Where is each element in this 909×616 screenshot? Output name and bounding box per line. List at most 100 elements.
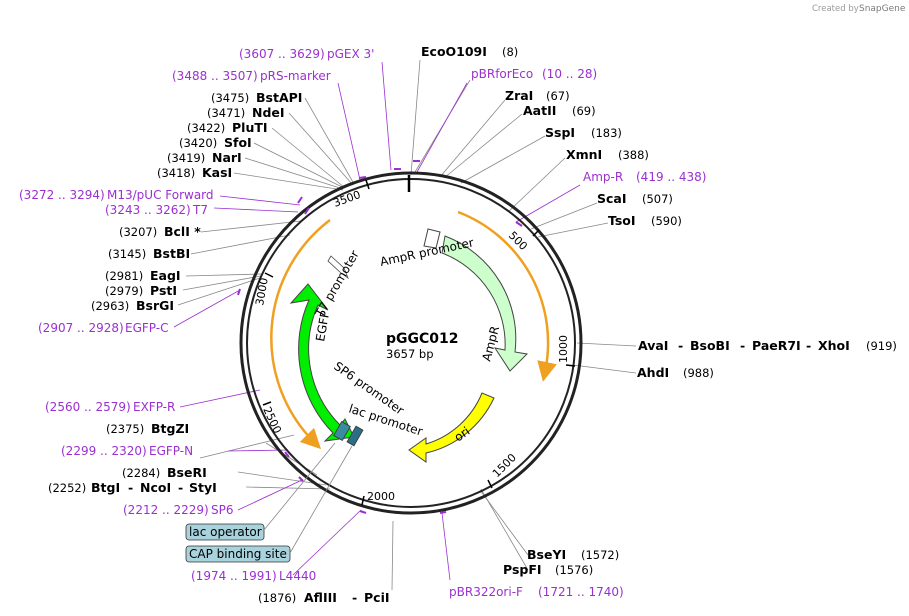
site-tsoi-pos: (590): [651, 214, 682, 228]
primer-sp6: SP6: [211, 503, 234, 517]
site-xhoi: XhoI: [818, 338, 850, 353]
primer-l4440: L4440: [279, 569, 316, 583]
t7-promoter-label: T7 promoter: [312, 248, 362, 320]
site-afliii: AflIII: [304, 590, 337, 605]
egfp-label: EGFP: [313, 310, 332, 343]
site-bseri-pos: (2284): [122, 466, 160, 480]
primer-t7-range: (3243 .. 3262): [105, 203, 191, 217]
site-nari: NarI: [212, 150, 242, 165]
credit-prefix: Created by: [812, 4, 859, 14]
site-bseyi-pos: (1572): [581, 548, 619, 562]
site-afliii-pos: (1876): [258, 591, 296, 605]
site-psti: PstI: [150, 283, 177, 298]
primer-egfpn: EGFP-N: [149, 444, 193, 458]
site-pluti-pos: (3422): [187, 121, 225, 135]
badge-cap-site: CAP binding site: [185, 445, 353, 563]
plasmid-name: pGGC012: [386, 331, 459, 347]
site-btgzi: BtgZI: [151, 421, 189, 436]
primer-pbrforeco-range: (10 .. 28): [542, 67, 597, 81]
ampr-arrow: [441, 235, 529, 372]
t7-promoter-arrow: [327, 255, 349, 280]
primer-pgex: pGEX 3': [327, 47, 374, 61]
site-zrai: ZraI: [505, 88, 533, 103]
site-bsrgi-pos: (2963): [91, 299, 129, 313]
lac-operator-block: [333, 421, 351, 441]
site-pspfi: PspFI: [503, 562, 542, 577]
site-bcli-pos: (3207): [119, 225, 157, 239]
primer-pgex-range: (3607 .. 3629): [239, 47, 325, 61]
primer-pbr322-range: (1721 .. 1740): [538, 585, 624, 599]
site-ahdi-pos: (988): [683, 366, 714, 380]
site-scai: ScaI: [597, 191, 627, 206]
primer-m13: M13/pUC Forward: [107, 188, 214, 202]
site-bstapi-pos: (3475): [211, 91, 249, 105]
site-ecoo109i-pos: (8): [502, 45, 518, 59]
site-pcii: PciI: [364, 590, 390, 605]
bottom-sites: (1876) AflIII - PciI (2252) BtgI - NcoI …: [48, 480, 390, 605]
ori-arrow: [408, 392, 495, 463]
site-btgi-pos: (2252): [48, 481, 86, 495]
site-ndei-pos: (3471): [207, 106, 245, 120]
ampr-promoter-arrow: [423, 228, 441, 249]
ampr-track: [457, 210, 557, 382]
site-btgi-sep-1: -: [128, 480, 133, 495]
tick-3000: 3000: [253, 277, 271, 307]
site-ahdi: AhdI: [637, 365, 669, 380]
site-afliii-sep: -: [352, 590, 357, 605]
site-sspi-pos: (183): [591, 126, 622, 140]
site-tsoi: TsoI: [608, 213, 636, 228]
snapgene-credit: Created by SnapGene: [812, 4, 906, 14]
primer-prs: pRS-marker: [260, 69, 331, 83]
site-multi-sep-3: -: [806, 338, 811, 353]
primer-t7: T7: [192, 203, 208, 217]
primer-prs-range: (3488 .. 3507): [172, 69, 258, 83]
site-styi: StyI: [189, 480, 217, 495]
primer-egfpn-range: (2299 .. 2320): [61, 444, 147, 458]
egfp-track: [270, 219, 331, 450]
right-sites: EcoO109I (8) ZraI (67) AatII (69) SspI (…: [421, 44, 897, 577]
badge-lac-operator-label: lac operator: [189, 525, 262, 539]
badge-lac-operator: lac operator: [185, 442, 336, 541]
site-ecoo109i: EcoO109I: [421, 44, 487, 59]
site-aatii: AatII: [523, 103, 556, 118]
tick-2000: 2000: [367, 490, 395, 503]
primer-exfpr-range: (2560 .. 2579): [45, 400, 131, 414]
site-sfoi-pos: (3420): [179, 136, 217, 150]
site-paer7i: PaeR7I: [752, 338, 801, 353]
primer-pbr322: pBR322ori-F: [449, 585, 523, 599]
site-zrai-pos: (67): [546, 89, 570, 103]
left-sites: (3475) BstAPI (3471) NdeI (3422) PluTI (…: [91, 90, 302, 480]
tick-marks: [262, 179, 576, 506]
site-scai-pos: (507): [642, 192, 673, 206]
plasmid-title: pGGC012 3657 bp: [386, 331, 459, 361]
site-avai: AvaI: [638, 338, 668, 353]
primer-labels: (3607 .. 3629) pGEX 3' (3488 .. 3507) pR…: [19, 47, 706, 599]
primer-egfpc-range: (2907 .. 2928): [38, 321, 124, 335]
backbone: [239, 171, 583, 515]
site-bcli: BclI *: [164, 224, 201, 239]
site-pluti: PluTI: [232, 120, 268, 135]
site-kasi-pos: (3418): [157, 166, 195, 180]
primer-markers: [237, 160, 523, 514]
site-nari-pos: (3419): [167, 151, 205, 165]
site-multi-sep-2: -: [740, 338, 745, 353]
site-bsobi: BsoBI: [690, 338, 730, 353]
ampr-label: AmpR: [479, 325, 502, 363]
site-btgi-sep-2: -: [178, 480, 183, 495]
primer-egfpc: EGFP-C: [125, 321, 168, 335]
site-bsrgi: BsrGI: [136, 298, 174, 313]
site-bstbi-pos: (3145): [108, 247, 146, 261]
site-eagi-pos: (2981): [105, 269, 143, 283]
site-xmni: XmnI: [566, 147, 602, 162]
site-sfoi: SfoI: [224, 135, 252, 150]
site-multi-pos: (919): [866, 339, 897, 353]
primer-pbrforeco: pBRforEco: [471, 67, 533, 81]
primer-leader-lines: [173, 61, 581, 581]
feature-arrows: [289, 228, 529, 463]
tick-500: 500: [506, 229, 530, 253]
site-eagi: EagI: [150, 268, 181, 283]
site-btgzi-pos: (2375): [106, 422, 144, 436]
site-kasi: KasI: [202, 165, 232, 180]
badge-cap-site-label: CAP binding site: [189, 547, 287, 561]
